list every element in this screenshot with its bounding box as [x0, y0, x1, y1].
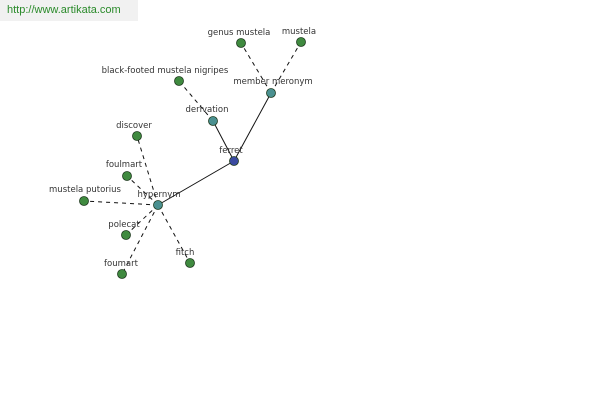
label-hypernym: hypernym — [137, 190, 180, 200]
edge-derivation-black-footed-mustela-nigripes — [178, 80, 214, 122]
node-hypernym[interactable] — [153, 200, 163, 210]
label-fitch: fitch — [176, 248, 195, 258]
edge-hypernym-foulmart — [126, 175, 159, 206]
node-discover[interactable] — [132, 131, 142, 141]
node-foulmart[interactable] — [122, 171, 132, 181]
label-derivation: derivation — [185, 105, 228, 115]
url-banner: http://www.artikata.com — [0, 0, 138, 21]
node-ferret[interactable] — [229, 156, 239, 166]
node-mustela-putorius[interactable] — [79, 196, 89, 206]
node-mustela[interactable] — [296, 37, 306, 47]
watermark-url[interactable]: http://www.artikata.com — [7, 4, 121, 16]
label-foulmart: foulmart — [106, 160, 143, 170]
node-derivation[interactable] — [208, 116, 218, 126]
edge-ferret-member-meronym — [233, 92, 272, 162]
label-mustela: mustela — [282, 27, 316, 37]
node-genus-mustela[interactable] — [236, 38, 246, 48]
node-polecat[interactable] — [121, 230, 131, 240]
node-foumart[interactable] — [117, 269, 127, 279]
node-fitch[interactable] — [185, 258, 195, 268]
label-polecat: polecat — [108, 220, 140, 230]
edge-hypernym-fitch — [157, 204, 191, 264]
node-member-meronym[interactable] — [266, 88, 276, 98]
edge-member-meronym-genus-mustela — [240, 42, 272, 94]
label-discover: discover — [116, 121, 152, 131]
graph-nodes — [79, 37, 306, 279]
edge-ferret-hypernym — [157, 160, 235, 206]
edge-hypernym-foumart — [121, 204, 159, 275]
edge-hypernym-mustela-putorius — [83, 200, 159, 206]
node-black-footed-mustela-nigripes[interactable] — [174, 76, 184, 86]
label-ferret: ferret — [219, 146, 243, 156]
label-foumart: foumart — [104, 259, 139, 269]
label-member-meronym: member meronym — [233, 77, 312, 87]
graph-labels: black-footed mustela nigripes genus muste… — [49, 27, 316, 269]
label-genus-mustela: genus mustela — [208, 28, 271, 38]
edge-member-meronym-mustela — [270, 41, 302, 94]
label-black-footed-mustela-nigripes: black-footed mustela nigripes — [102, 66, 229, 76]
edge-ferret-derivation — [212, 120, 235, 162]
graph-edges — [83, 41, 302, 275]
label-mustela-putorius: mustela putorius — [49, 185, 121, 195]
